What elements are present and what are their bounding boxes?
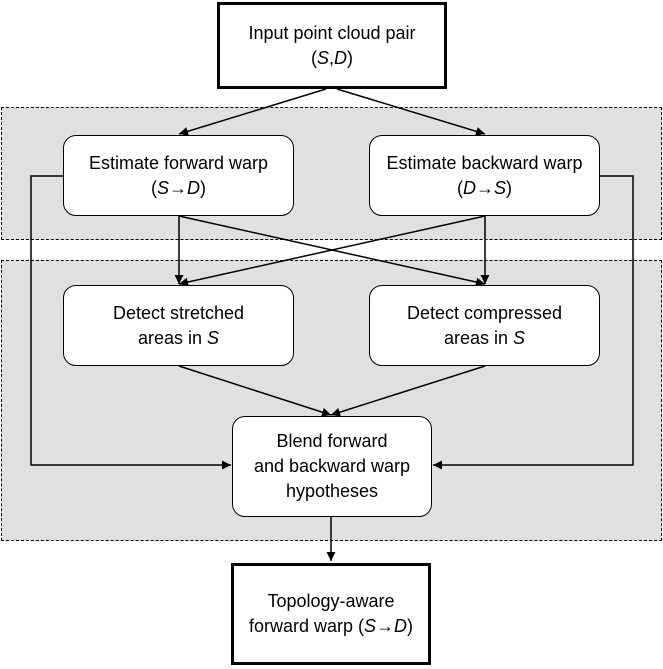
compressed-box-line2: areas in S — [444, 326, 525, 351]
backward-box-mapping: (D→S) — [457, 176, 512, 201]
stretched-box-line2: areas in S — [138, 326, 219, 351]
output-box-line2: forward warp (S→D) — [249, 614, 413, 639]
compressed-box-line1: Detect compressed — [406, 302, 563, 323]
forward-box-title: Estimate forward warp — [88, 152, 269, 173]
var-d: D — [187, 177, 200, 198]
var-s: S — [493, 177, 506, 198]
var-d: D — [334, 47, 348, 68]
var-s: S — [513, 327, 526, 348]
detect-compressed-areas-box: Detect compressed areas in S — [369, 285, 600, 366]
areas-in-text: areas in — [443, 327, 514, 348]
blend-box-line3: hypotheses — [285, 481, 379, 501]
paren-close: ) — [506, 177, 512, 198]
right-arrow-glyph: → — [169, 177, 187, 198]
arrow-input-to-forward — [178, 88, 327, 136]
input-box-title: Input point cloud pair — [248, 22, 416, 43]
comma-separator: , — [329, 47, 335, 68]
arrow-input-to-backward — [336, 88, 486, 136]
paren-close: ) — [407, 616, 414, 636]
var-d: D — [462, 177, 476, 198]
paren-open: ( — [310, 47, 317, 68]
var-s: S — [156, 177, 169, 198]
stretched-box-line1: Detect stretched — [112, 302, 245, 323]
arrow-forward-to-blend — [30, 175, 231, 470]
forward-box-mapping: (S→D) — [151, 176, 206, 201]
paren-open: ( — [456, 177, 463, 198]
paren-close: ) — [347, 47, 354, 68]
arrow-backward-to-stretched — [178, 215, 486, 287]
right-arrow-glyph: → — [376, 616, 395, 636]
var-s: S — [316, 47, 329, 68]
right-arrow-glyph: → — [475, 177, 494, 198]
var-d: D — [394, 616, 408, 636]
estimate-forward-warp-box: Estimate forward warp (S→D) — [63, 135, 294, 216]
paren-open: ( — [150, 177, 157, 198]
var-s: S — [364, 616, 377, 636]
estimate-backward-warp-box: Estimate backward warp (D→S) — [369, 135, 600, 216]
arrow-compressed-to-blend — [330, 365, 486, 417]
blend-warp-hypotheses-box: Blend forward and backward warp hypothes… — [232, 416, 432, 517]
input-point-cloud-pair-box: Input point cloud pair (S,D) — [217, 2, 447, 89]
blend-box-line1: Blend forward — [276, 431, 388, 451]
backward-box-title: Estimate backward warp — [386, 152, 583, 173]
arrow-backward-to-blend — [433, 175, 634, 470]
paren-close: ) — [200, 177, 206, 198]
arrow-stretched-to-blend — [178, 365, 332, 417]
detect-stretched-areas-box: Detect stretched areas in S — [63, 285, 294, 366]
output-box-line1: Topology-aware — [267, 591, 395, 611]
blend-box-line2: and backward warp — [253, 456, 411, 476]
areas-in-text: areas in — [137, 327, 208, 348]
topology-aware-forward-warp-box: Topology-aware forward warp (S→D) — [231, 563, 431, 665]
var-s: S — [207, 327, 220, 348]
forward-warp-text: forward warp ( — [248, 616, 364, 636]
input-box-pair-label: (S,D) — [311, 46, 353, 71]
